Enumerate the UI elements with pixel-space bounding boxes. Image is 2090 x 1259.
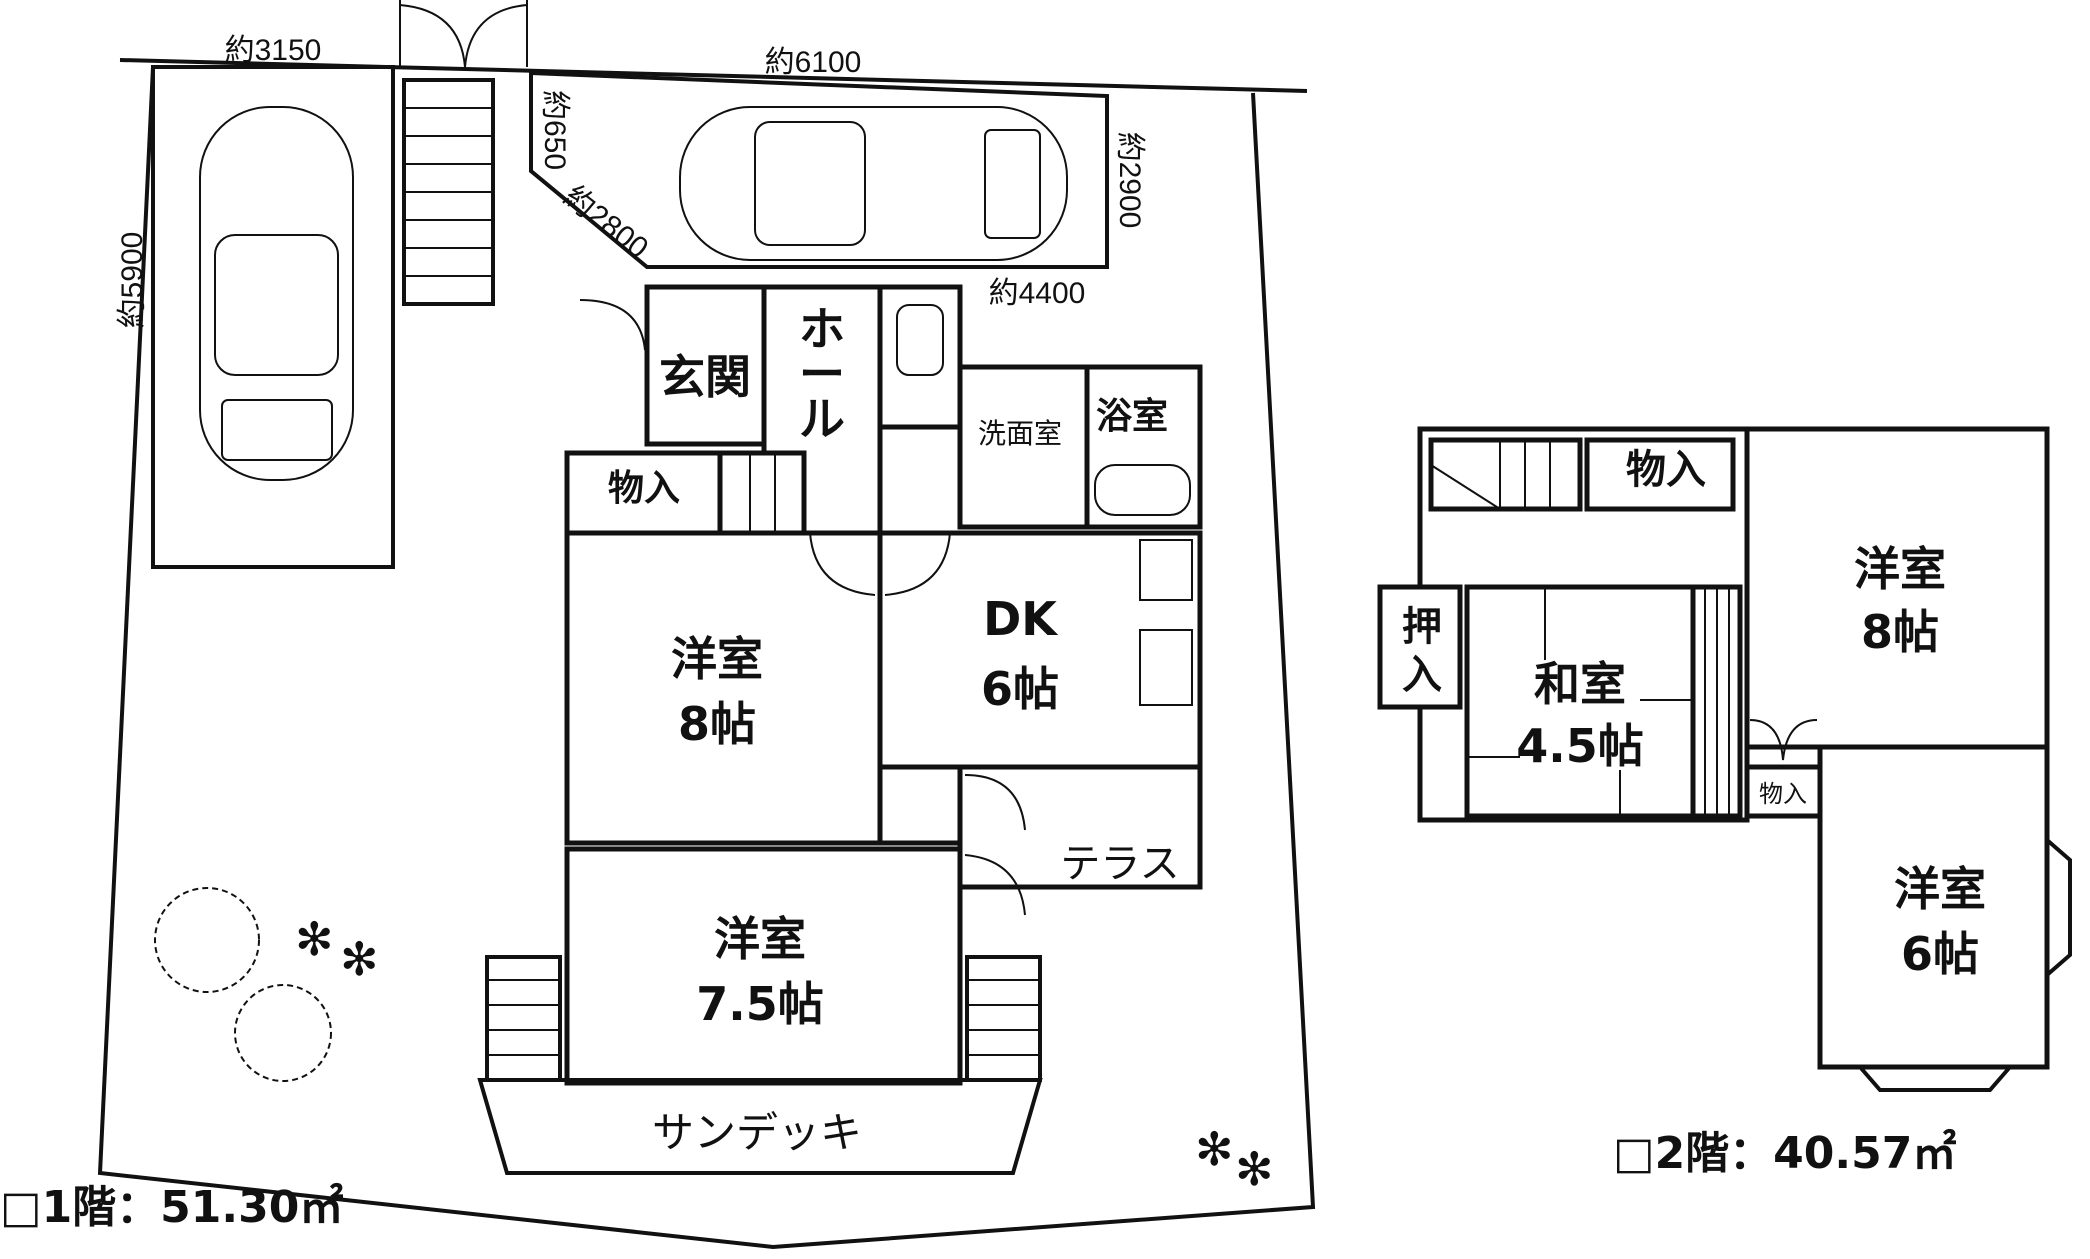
svg-text:✻: ✻ (340, 932, 379, 986)
room-hall-3: ル (799, 392, 845, 446)
car-icon (199, 106, 354, 481)
dim-2900: 約2900 (1113, 132, 1146, 229)
floor1-area-label: □1階：51.30㎡ (0, 1182, 343, 1233)
floor2-area-label: □2階：40.57㎡ (1613, 1128, 1956, 1179)
sundeck: サンデッキ (652, 1108, 862, 1157)
entry-steps (402, 78, 495, 306)
car-icon (679, 106, 1068, 261)
room-western-75-name: 洋室 (714, 912, 806, 966)
parking-space-right (529, 70, 1109, 269)
room-western-8-name: 洋室 (671, 632, 763, 686)
room-storage: 物入 (608, 468, 680, 509)
room-western-8-size: 8帖 (678, 697, 756, 751)
gate-door-icon (399, 0, 528, 68)
door-swing (579, 299, 646, 351)
room-oshiire-1: 押 (1402, 604, 1442, 650)
parking-space-left (151, 65, 395, 569)
svg-text:✻: ✻ (295, 912, 334, 966)
room-washitsu-size: 4.5帖 (1516, 719, 1644, 773)
shrub-icon: ✻✻ ✻✻ (295, 912, 1274, 1196)
dim-3150: 約3150 (225, 34, 322, 67)
tree-icon (154, 887, 332, 1082)
floor2-plan (1377, 426, 2072, 1092)
room-2f-storage: 物入 (1626, 447, 1706, 493)
dim-650: 約650 (538, 90, 571, 170)
dim-4400: 約4400 (989, 277, 1086, 310)
room-hall-2: ー (799, 347, 845, 401)
room-2f-western-6-name: 洋室 (1894, 862, 1986, 916)
deck-steps-left (485, 955, 562, 1082)
room-2f-western-6-size: 6帖 (1901, 927, 1979, 981)
room-genkan: 玄関 (659, 350, 751, 404)
dim-2800: 約2800 (558, 180, 655, 266)
floor1-plan (477, 284, 1203, 1175)
svg-text:✻: ✻ (1235, 1142, 1274, 1196)
room-western-75-size: 7.5帖 (696, 977, 824, 1031)
room-senmen: 洗面室 (978, 417, 1062, 450)
room-dk-size: 6帖 (981, 662, 1059, 716)
dim-5900: 約5900 (116, 232, 149, 329)
dim-6100: 約6100 (765, 46, 862, 79)
svg-text:✻: ✻ (1195, 1122, 1234, 1176)
room-dk-name: DK (983, 592, 1059, 646)
room-terrace: テラス (1060, 841, 1179, 887)
room-2f-storage-small: 物入 (1759, 780, 1807, 808)
deck-steps-right (965, 955, 1042, 1082)
room-bath: 浴室 (1096, 396, 1168, 437)
room-2f-western-8-size: 8帖 (1861, 605, 1939, 659)
room-2f-western-8-name: 洋室 (1854, 542, 1946, 596)
room-oshiire-2: 入 (1402, 652, 1442, 698)
room-washitsu-name: 和室 (1534, 657, 1626, 711)
room-hall-1: ホ (799, 302, 845, 356)
